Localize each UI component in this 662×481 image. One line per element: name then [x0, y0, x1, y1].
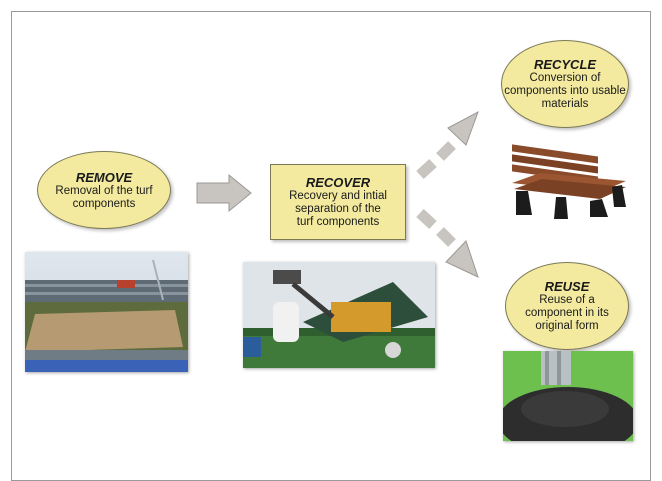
- recover-stage-box: RECOVER Recovery and intial separation o…: [270, 164, 406, 240]
- reuse-desc-line3: original form: [535, 320, 599, 332]
- recycle-desc-line2: components into usable: [504, 85, 626, 97]
- recycle-desc-line3: materials: [541, 98, 589, 110]
- remove-title: REMOVE: [75, 169, 133, 185]
- recover-desc-line2: separation of the: [295, 203, 381, 215]
- flow-arrows: [196, 110, 479, 278]
- reuse-stage-bubble: REUSE Reuse of a component in its origin…: [505, 262, 629, 350]
- rubber-crumb-photo: [503, 351, 633, 441]
- arrow-up-right-icon: [416, 110, 479, 180]
- bench-photo: [502, 135, 630, 221]
- remove-desc-line2: components: [72, 197, 136, 210]
- arrow-right-icon: [196, 173, 252, 213]
- recycle-desc-line1: Conversion of: [529, 72, 601, 84]
- remove-desc-line1: Removal of the turf: [55, 184, 153, 197]
- recover-desc-line1: Recovery and intial: [289, 190, 387, 202]
- reuse-title: REUSE: [544, 279, 590, 294]
- stadium-photo: [25, 252, 188, 372]
- reuse-desc-line2: component in its: [525, 307, 609, 319]
- recover-desc-line3: turf components: [296, 216, 380, 228]
- remove-stage-bubble: REMOVE Removal of the turf components: [37, 151, 171, 229]
- recycle-title: RECYCLE: [533, 57, 597, 72]
- arrow-down-right-icon: [416, 208, 479, 278]
- reuse-desc-line1: Reuse of a: [539, 294, 595, 306]
- recover-title: RECOVER: [305, 175, 371, 190]
- turf-machine-photo: [243, 262, 435, 368]
- recycle-stage-bubble: RECYCLE Conversion of components into us…: [501, 40, 629, 128]
